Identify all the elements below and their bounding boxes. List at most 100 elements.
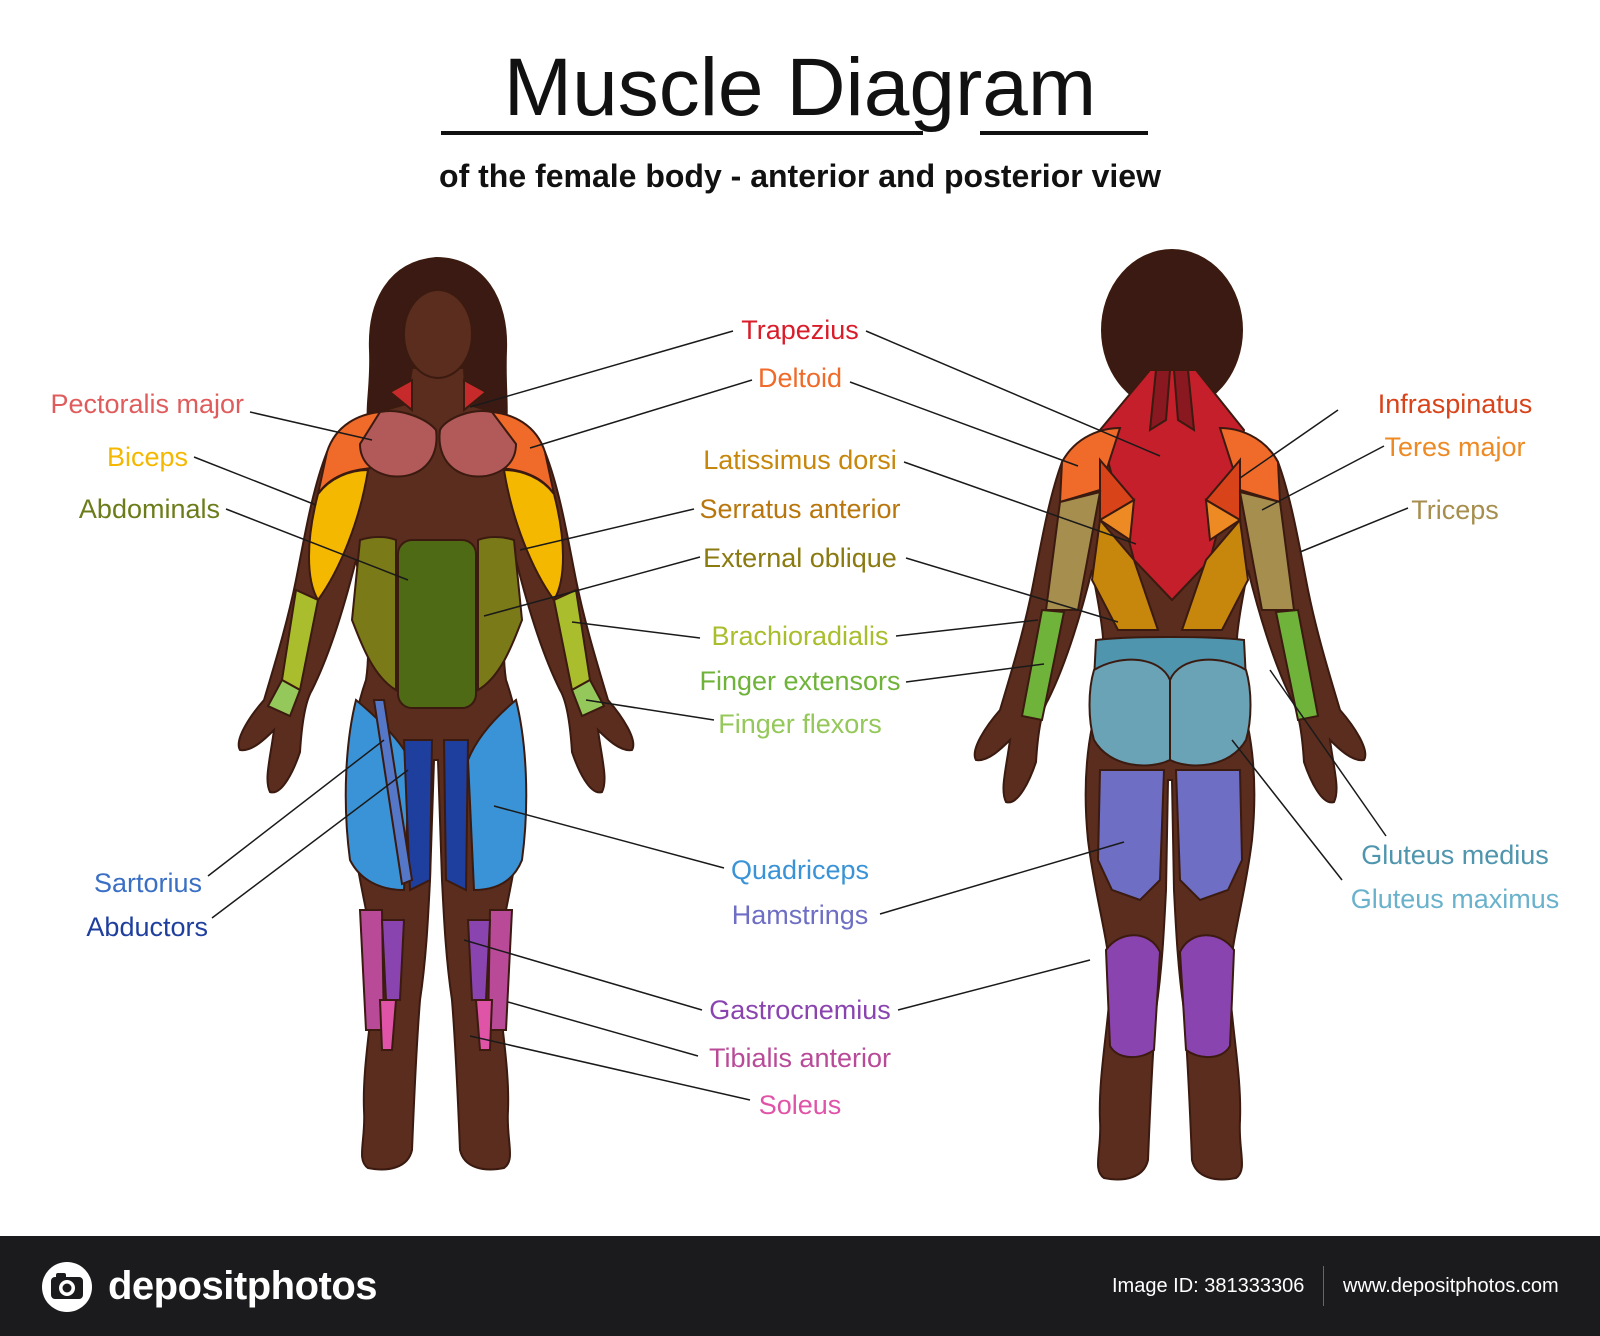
leader-line — [249, 411, 373, 441]
leader-line — [865, 330, 1161, 457]
anterior-soleus — [378, 999, 398, 1051]
anterior-quadriceps — [466, 698, 528, 892]
label-quadriceps: Quadriceps — [730, 855, 870, 885]
leader-line — [903, 461, 1137, 545]
posterior-latissimus — [1090, 517, 1160, 631]
posterior-latissimus — [1180, 517, 1250, 631]
label-brachioradialis: Brachioradialis — [711, 621, 889, 651]
anterior-gastrocnemius — [380, 919, 406, 1001]
posterior-teres-major — [1098, 498, 1136, 542]
site-url[interactable]: www.depositphotos.com — [1343, 1275, 1559, 1297]
footer-divider — [1323, 1266, 1324, 1306]
leader-line — [193, 456, 317, 506]
label-finger-flexors: Finger flexors — [718, 709, 882, 739]
label-hamstrings: Hamstrings — [731, 900, 869, 930]
posterior-hamstrings — [1174, 769, 1244, 902]
title-underline — [980, 131, 1148, 135]
leader-line — [879, 841, 1125, 915]
posterior-triceps — [1238, 490, 1296, 611]
label-abdominals: Abdominals — [78, 494, 220, 524]
title-underline — [441, 131, 923, 135]
label-tibialis-anterior: Tibialis anterior — [708, 1043, 892, 1073]
leader-line — [1261, 445, 1385, 511]
label-pectoralis-major: Pectoralis major — [50, 389, 244, 419]
label-gastrocnemius: Gastrocnemius — [709, 995, 891, 1025]
label-finger-extensors: Finger extensors — [699, 666, 901, 696]
posterior-finger-extensors — [1274, 608, 1320, 722]
anterior-biceps — [502, 468, 564, 602]
leader-line — [1231, 739, 1343, 881]
leader-line — [211, 769, 409, 919]
anterior-external-oblique — [477, 536, 524, 692]
leader-line — [585, 699, 715, 721]
anterior-trapezius — [388, 378, 488, 413]
anterior-finger-flexors — [570, 678, 606, 718]
leader-line — [469, 330, 734, 408]
label-gluteus-maximus: Gluteus maximus — [1350, 884, 1560, 914]
leader-line — [519, 508, 695, 551]
body-illustrations — [193, 249, 1409, 1181]
leader-line — [483, 556, 701, 617]
leader-line — [225, 508, 409, 581]
posterior-teres-major — [1204, 498, 1242, 542]
posterior-gastrocnemius — [1178, 934, 1236, 1058]
anterior-pectoralis — [358, 410, 438, 478]
leader-line — [905, 663, 1045, 683]
label-deltoid: Deltoid — [757, 363, 843, 393]
image-id: Image ID: 381333306 — [1112, 1275, 1305, 1297]
leader-line — [493, 805, 725, 869]
posterior-hamstrings — [1096, 769, 1166, 902]
anterior-quadriceps — [344, 698, 412, 892]
posterior-gluteus-maximus — [1169, 658, 1252, 767]
leader-line — [507, 1001, 699, 1057]
leader-line — [1299, 507, 1409, 553]
leader-line — [469, 1035, 751, 1101]
anterior-body-outline — [237, 367, 635, 1171]
leader-line — [1269, 669, 1387, 837]
page-subtitle: of the female body - anterior and poster… — [439, 158, 1161, 194]
anterior-abductors — [402, 739, 434, 892]
page-title: Muscle Diagram — [503, 42, 1097, 133]
label-serratus-anterior: Serratus anterior — [699, 494, 901, 524]
anterior-face — [403, 289, 473, 379]
label-gluteus-medius: Gluteus medius — [1361, 840, 1549, 870]
posterior-finger-extensors — [1020, 608, 1066, 722]
leader-line — [571, 621, 701, 639]
label-triceps: Triceps — [1411, 495, 1499, 525]
anterior-finger-flexors — [266, 678, 302, 718]
label-trapezius: Trapezius — [741, 315, 859, 345]
brand-logo-text: depositphotos — [108, 1264, 378, 1308]
label-sartorius: Sartorius — [93, 868, 202, 898]
anterior-biceps — [308, 468, 370, 602]
footer-bar: depositphotos Image ID: 381333306 www.de… — [0, 1236, 1600, 1336]
anterior-abductors — [442, 739, 470, 892]
label-biceps: Biceps — [106, 442, 188, 472]
label-abductors: Abductors — [86, 912, 208, 942]
leader-line — [529, 379, 753, 449]
label-teres-major: Teres major — [1384, 432, 1526, 462]
anterior-soleus — [474, 999, 494, 1051]
anterior-gastrocnemius — [466, 919, 492, 1001]
leader-line — [207, 739, 385, 877]
posterior-gluteus-maximus — [1088, 658, 1171, 767]
anterior-external-oblique — [350, 536, 397, 692]
leader-line — [895, 619, 1039, 637]
anterior-sartorius — [372, 699, 414, 886]
anterior-pectoralis — [438, 410, 518, 478]
anterior-abdominals — [397, 539, 477, 709]
label-external-oblique: External oblique — [703, 543, 897, 573]
leader-line — [905, 557, 1119, 623]
leader-lines — [193, 330, 1409, 1101]
camera-icon — [42, 1262, 92, 1312]
label-soleus: Soleus — [758, 1090, 842, 1120]
leader-line — [897, 959, 1091, 1011]
leader-line — [849, 381, 1079, 467]
label-latissimus-dorsi: Latissimus dorsi — [703, 445, 897, 475]
posterior-gastrocnemius — [1104, 934, 1162, 1058]
leader-line — [463, 939, 703, 1011]
leader-line — [1239, 409, 1339, 479]
anterior-figure — [237, 256, 635, 1171]
posterior-figure — [973, 249, 1367, 1181]
label-infraspinatus: Infraspinatus — [1377, 389, 1533, 419]
